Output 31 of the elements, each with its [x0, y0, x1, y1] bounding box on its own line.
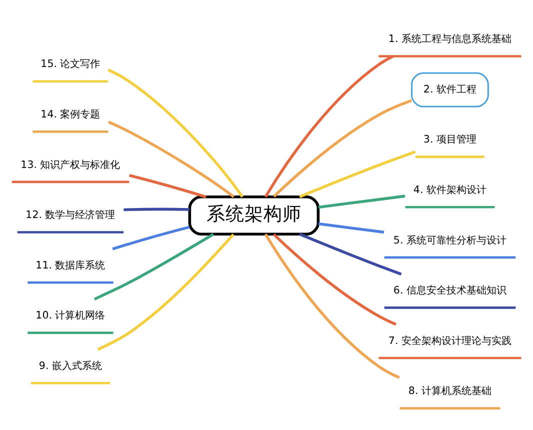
node-text: 7. 安全架构设计理论与实践	[388, 334, 512, 346]
connector	[124, 207, 190, 211]
connector	[299, 232, 402, 275]
node-box: 2. 软件工程	[411, 72, 489, 107]
node-text: 6. 信息安全技术基础知识	[393, 284, 506, 296]
connector	[108, 68, 244, 198]
node-box: 系统架构师	[188, 194, 320, 236]
node-text: 11. 数据库系统	[36, 258, 106, 271]
connector	[318, 222, 384, 234]
connector	[272, 98, 412, 198]
node-text: 12. 数学与经济管理	[26, 208, 116, 221]
node-text: 1. 系统工程与信息系统基础	[388, 32, 512, 45]
node-text: 10. 计算机网络	[36, 309, 106, 322]
node-text: 5. 系统可靠性分析与设计	[393, 234, 506, 246]
node-text: 9. 嵌入式系统	[38, 359, 102, 372]
node-text: 13. 知识产权与标准化	[20, 158, 120, 170]
connector	[97, 232, 234, 350]
node-text: 4. 软件架构设计	[413, 183, 486, 196]
connector	[108, 120, 235, 198]
connector	[264, 233, 400, 378]
connector	[272, 232, 396, 326]
connector	[112, 225, 190, 250]
connector	[129, 174, 206, 198]
connector	[299, 150, 416, 198]
connector	[94, 232, 214, 300]
connector	[318, 194, 406, 208]
node-text: 8. 计算机系统基础	[408, 384, 492, 397]
node-text: 14. 案例专题	[40, 108, 100, 120]
connector	[264, 54, 394, 197]
node-text: 15. 论文写作	[40, 58, 100, 70]
node-text: 3. 项目管理	[423, 133, 476, 146]
